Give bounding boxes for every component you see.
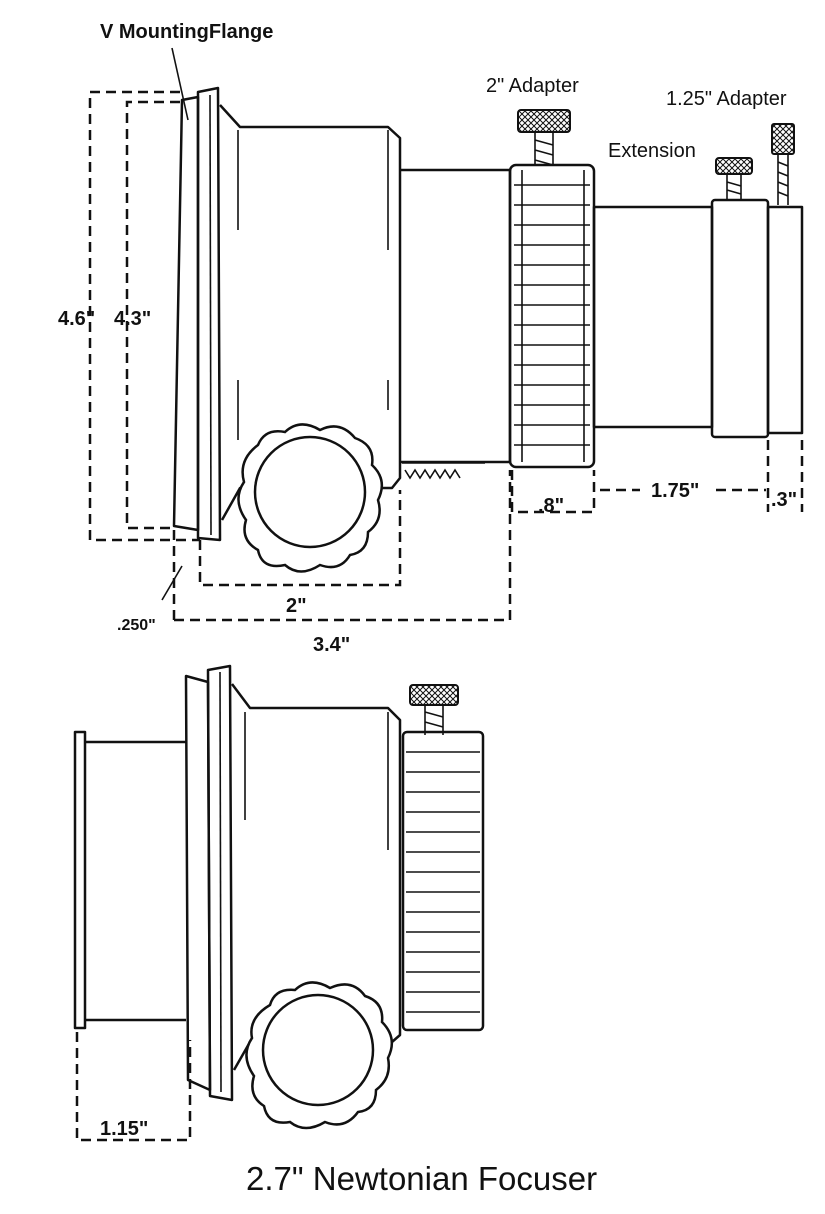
extension-thumbscrew-thread bbox=[726, 174, 742, 200]
top-view: V MountingFlange bbox=[58, 21, 804, 656]
extension-label: Extension bbox=[608, 140, 696, 162]
dim-adapter-125in-label: .3" bbox=[771, 489, 797, 511]
drawtube bbox=[400, 168, 512, 464]
bottom-adapter-knurl-lines bbox=[406, 751, 480, 1013]
focus-knob-face bbox=[253, 435, 367, 549]
dim-adapter-2in-label: .8" bbox=[538, 495, 564, 517]
bottom-thumbscrew-thread bbox=[424, 705, 444, 735]
dim-height-outer-label: 4.6" bbox=[58, 308, 95, 330]
dim-height-outer-line bbox=[88, 90, 200, 542]
adapter-125in-thumbscrew-head bbox=[771, 123, 795, 155]
bottom-thumbscrew-head bbox=[409, 684, 459, 706]
extension-thumbscrew-head bbox=[715, 157, 753, 175]
adapter-2in-thumbscrew-thread bbox=[534, 132, 554, 166]
dim-flange-gap-label: .250" bbox=[117, 617, 156, 634]
flange-inner-line bbox=[209, 94, 212, 536]
flange bbox=[196, 86, 222, 542]
adapter-2in-knurl-lines bbox=[514, 184, 590, 446]
dim-height-inner-line bbox=[125, 100, 180, 530]
dim-extension-label: 1.75" bbox=[651, 480, 699, 502]
diagram-title: 2.7" Newtonian Focuser bbox=[246, 1160, 597, 1197]
bottom-adapter-ring bbox=[401, 730, 485, 1032]
focus-knob bbox=[237, 423, 384, 573]
dim-adapter-2in-line bbox=[510, 470, 596, 514]
adapter-125in bbox=[766, 205, 804, 435]
extension-tube bbox=[592, 205, 714, 429]
tube-end-ring bbox=[73, 730, 87, 1030]
dim-total-length-line bbox=[174, 470, 512, 622]
dim-flange-gap-pointer bbox=[161, 565, 183, 601]
dim-height-inner-label: 4.3" bbox=[114, 308, 151, 330]
bottom-view: 1.15" bbox=[73, 664, 485, 1142]
mounting-plate bbox=[172, 95, 200, 532]
mounting-flange-pointer bbox=[171, 47, 189, 121]
adapter-125in-thumbscrew-thread bbox=[777, 154, 789, 205]
dim-body-length-label: 2" bbox=[286, 595, 307, 617]
bottom-flange-inner-line bbox=[219, 671, 222, 1093]
bottom-focus-knob-face bbox=[261, 993, 375, 1107]
adapter-2in-label: 2" Adapter bbox=[486, 75, 579, 97]
dim-tube-protrusion-label: 1.15" bbox=[100, 1118, 148, 1140]
dim-body-length-line bbox=[198, 490, 402, 587]
dim-tube-protrusion-line bbox=[75, 1032, 192, 1142]
adapter-2in-thumbscrew-head bbox=[517, 109, 571, 133]
dim-adapter-125in-line bbox=[766, 440, 804, 512]
tube-protrusion bbox=[85, 740, 186, 1022]
rack-gear bbox=[404, 468, 461, 480]
extension-collar bbox=[710, 198, 770, 439]
bottom-mounting-plate bbox=[184, 674, 212, 1092]
mounting-flange-label: V MountingFlange bbox=[100, 21, 273, 43]
dim-total-length-label: 3.4" bbox=[313, 634, 350, 656]
adapter-125in-label: 1.25" Adapter bbox=[666, 88, 787, 110]
bottom-flange bbox=[206, 664, 234, 1102]
